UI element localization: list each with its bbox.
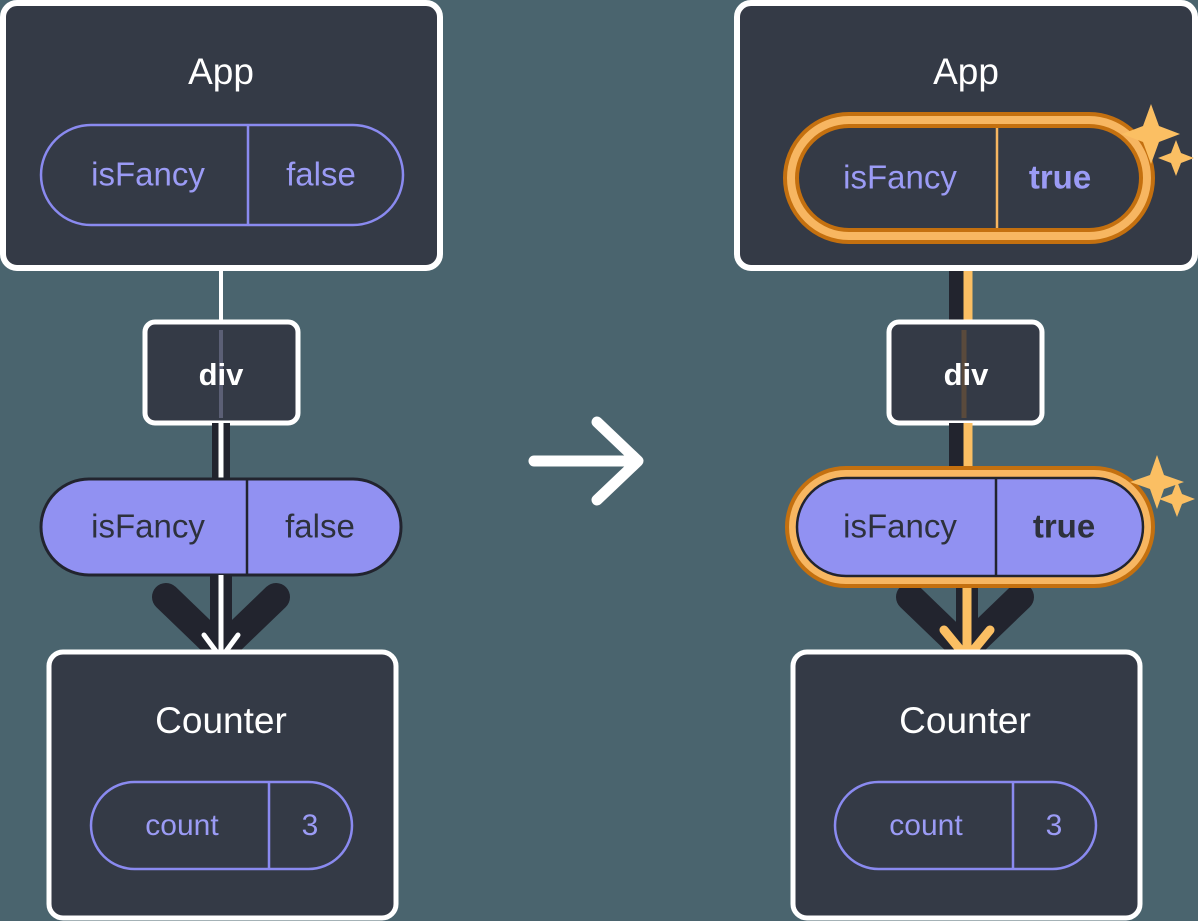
highlight-ring-inner-prop-after [789, 470, 1151, 584]
app-state-value-before: false [286, 156, 356, 193]
div-title-before: div [199, 357, 245, 392]
div-title-after: div [944, 357, 990, 392]
app-title-before: App [188, 51, 254, 92]
pill-outline-before [39, 123, 405, 227]
app-state-value-after: true [1029, 159, 1091, 196]
app-state-key-after: isFancy [843, 159, 957, 196]
counter-pill-outline-before [89, 780, 354, 871]
prop-key-before: isFancy [91, 508, 205, 545]
prop-key-after: isFancy [843, 508, 957, 545]
counter-state-key-before: count [145, 809, 219, 842]
app-state-pill-after: isFancy true [783, 112, 1155, 244]
prop-pill-after: isFancy true [785, 466, 1155, 588]
counter-title-before: Counter [155, 700, 287, 741]
prop-pill-before: isFancy false [39, 477, 403, 577]
panel-after: App isFancy true div [734, 0, 1198, 921]
prop-value-after: true [1033, 508, 1095, 545]
app-state-key-before: isFancy [91, 156, 205, 193]
sparkle-icon-prop-after [1130, 455, 1195, 517]
counter-state-key-after: count [889, 809, 963, 842]
counter-box-after [790, 649, 1143, 921]
prop-arrow-before [152, 575, 290, 664]
app-state-pill-before: isFancy false [39, 123, 405, 227]
arrow-right-icon [591, 416, 644, 506]
panel-before: App isFancy false div isFancy false [0, 0, 443, 921]
transition-arrow [528, 416, 644, 506]
app-box-before [0, 0, 443, 271]
counter-box-before [46, 649, 399, 921]
app-box-after [734, 0, 1198, 271]
prop-pill-body-after [795, 476, 1145, 578]
app-title-after: App [933, 51, 999, 92]
counter-title-after: Counter [899, 700, 1031, 741]
counter-state-pill-before: count 3 [89, 780, 354, 871]
prop-value-before: false [285, 508, 355, 545]
counter-state-value-after: 3 [1046, 809, 1063, 842]
highlight-ring-inner-app-after [787, 116, 1151, 240]
counter-state-value-before: 3 [302, 809, 319, 842]
counter-pill-outline-after [833, 780, 1098, 871]
sparkle-icon-app-after [1122, 104, 1194, 176]
counter-state-pill-after: count 3 [833, 780, 1098, 871]
